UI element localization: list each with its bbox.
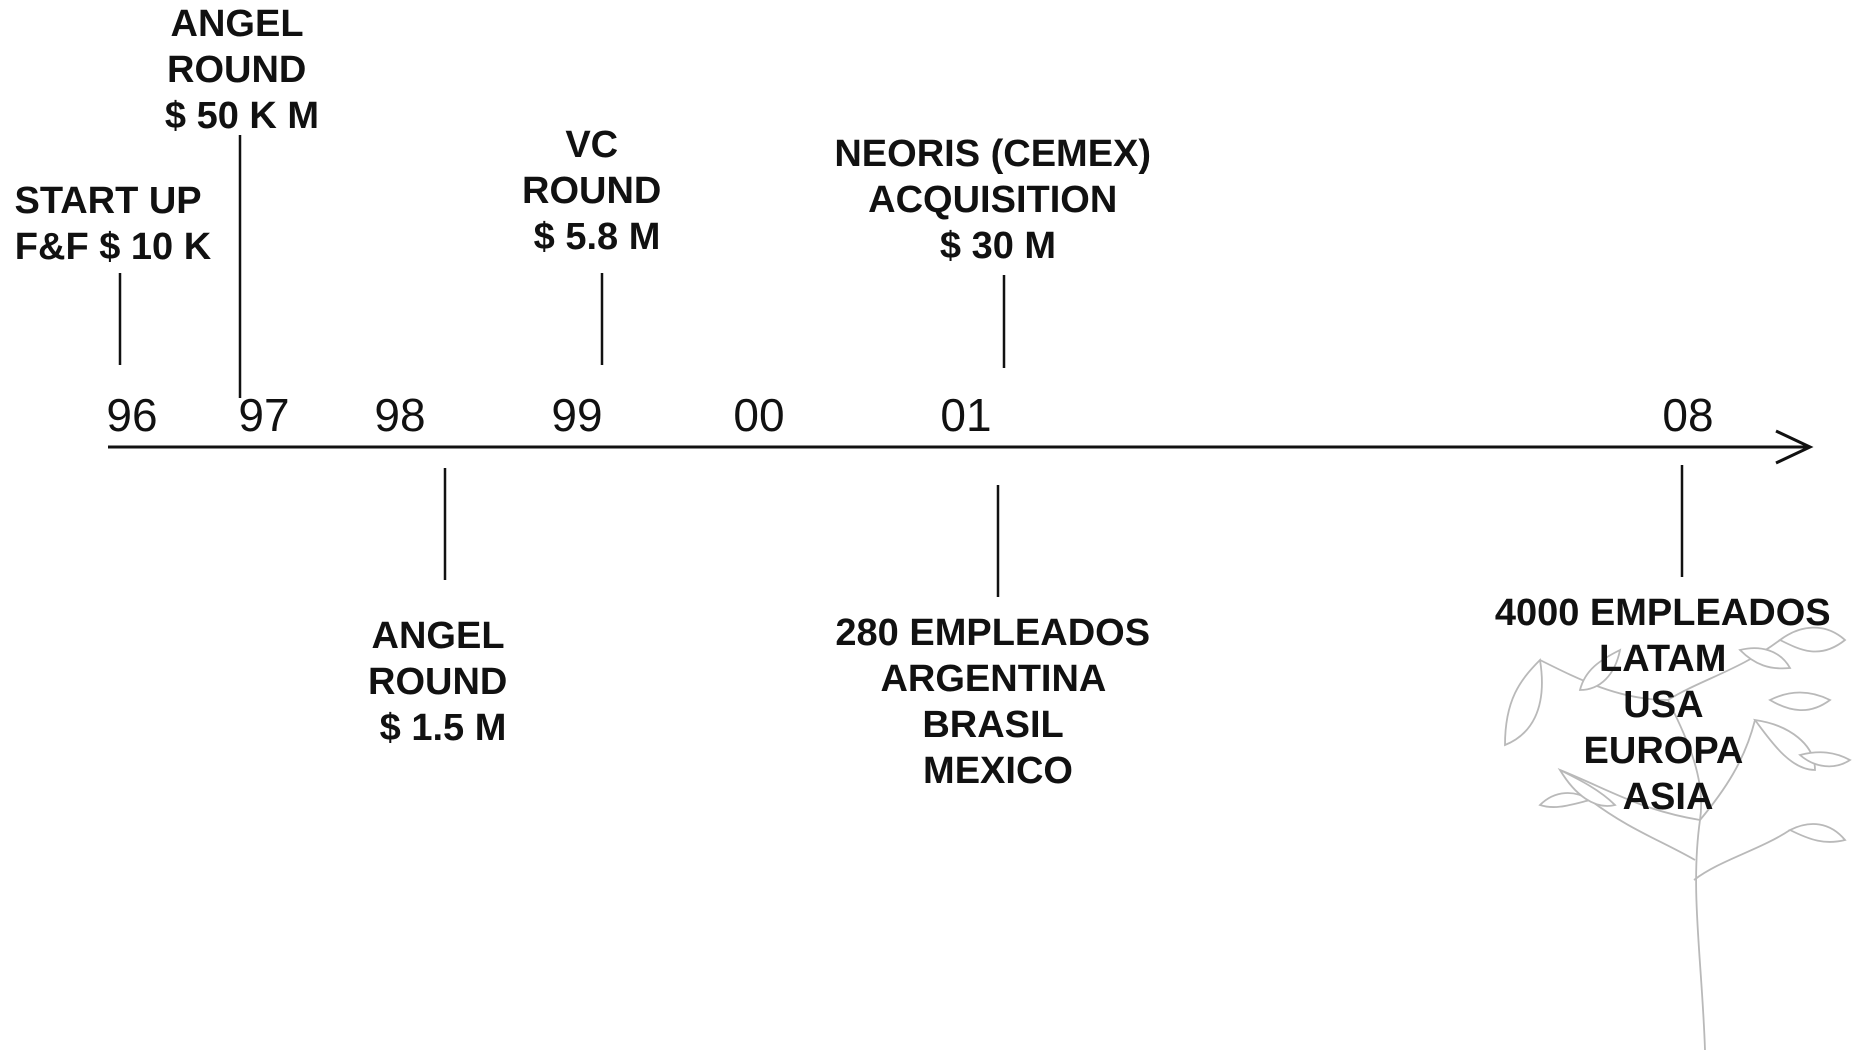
axis-arrowhead	[1775, 429, 1814, 465]
year-label-98: 98	[374, 389, 425, 441]
year-label-99: 99	[551, 389, 602, 441]
year-label-00: 00	[733, 389, 784, 441]
event-neoris-acquisition-label: NEORIS (CEMEX) ACQUISITION $ 30 M	[834, 133, 1161, 267]
event-angel-round-1-label: ANGEL ROUND $ 50 K M	[165, 3, 319, 137]
event-4000-empleados-label: 4000 EMPLEADOS LATAM USA EUROPA ASIA	[1495, 592, 1841, 818]
year-label-01: 01	[940, 389, 991, 441]
event-angel-round-2-label: ANGEL ROUND $ 1.5 M	[368, 615, 518, 749]
year-label-96: 96	[106, 389, 157, 441]
year-label-08: 08	[1662, 389, 1713, 441]
tree-icon	[1504, 626, 1852, 1050]
event-280-empleados-label: 280 EMPLEADOS ARGENTINA BRASIL MEXICO	[835, 612, 1160, 792]
event-startup-label: START UP F&F $ 10 K	[14, 180, 211, 268]
event-vc-round-label: VC ROUND $ 5.8 M	[522, 124, 672, 258]
year-label-97: 97	[238, 389, 289, 441]
